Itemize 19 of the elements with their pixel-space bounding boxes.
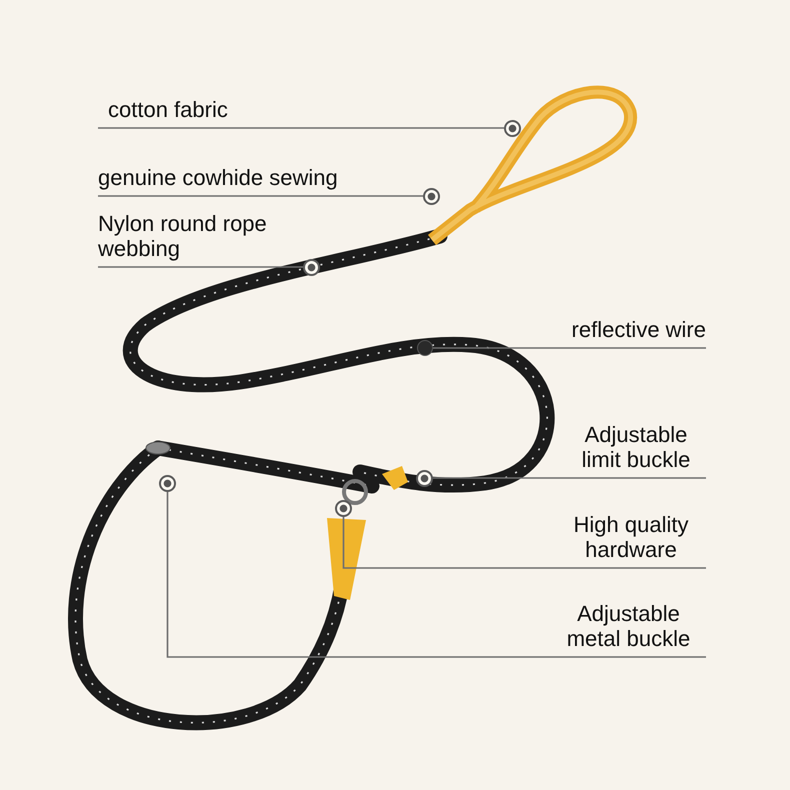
target-dot: [504, 120, 521, 137]
leader-line: [98, 127, 504, 129]
leader-line: [342, 517, 706, 569]
target-dot: [159, 475, 176, 492]
target-dot: [423, 188, 440, 205]
callout-label: reflective wire: [570, 318, 706, 343]
target-dot: [335, 500, 352, 517]
leader-line: [98, 195, 423, 197]
callout-label: cotton fabric: [108, 98, 229, 123]
leader-line: [98, 266, 303, 268]
leader-line: [166, 492, 706, 658]
callout-label: Adjustable metal buckle: [566, 602, 692, 652]
target-dot: [416, 470, 433, 487]
callout-label: genuine cowhide sewing: [98, 166, 339, 191]
leader-line: [433, 347, 706, 349]
callout-label: High quality hardware: [572, 513, 690, 563]
callout-label: Adjustable limit buckle: [580, 423, 692, 473]
leader-line: [433, 477, 706, 479]
callout-label: Nylon round rope webbing: [98, 212, 268, 262]
